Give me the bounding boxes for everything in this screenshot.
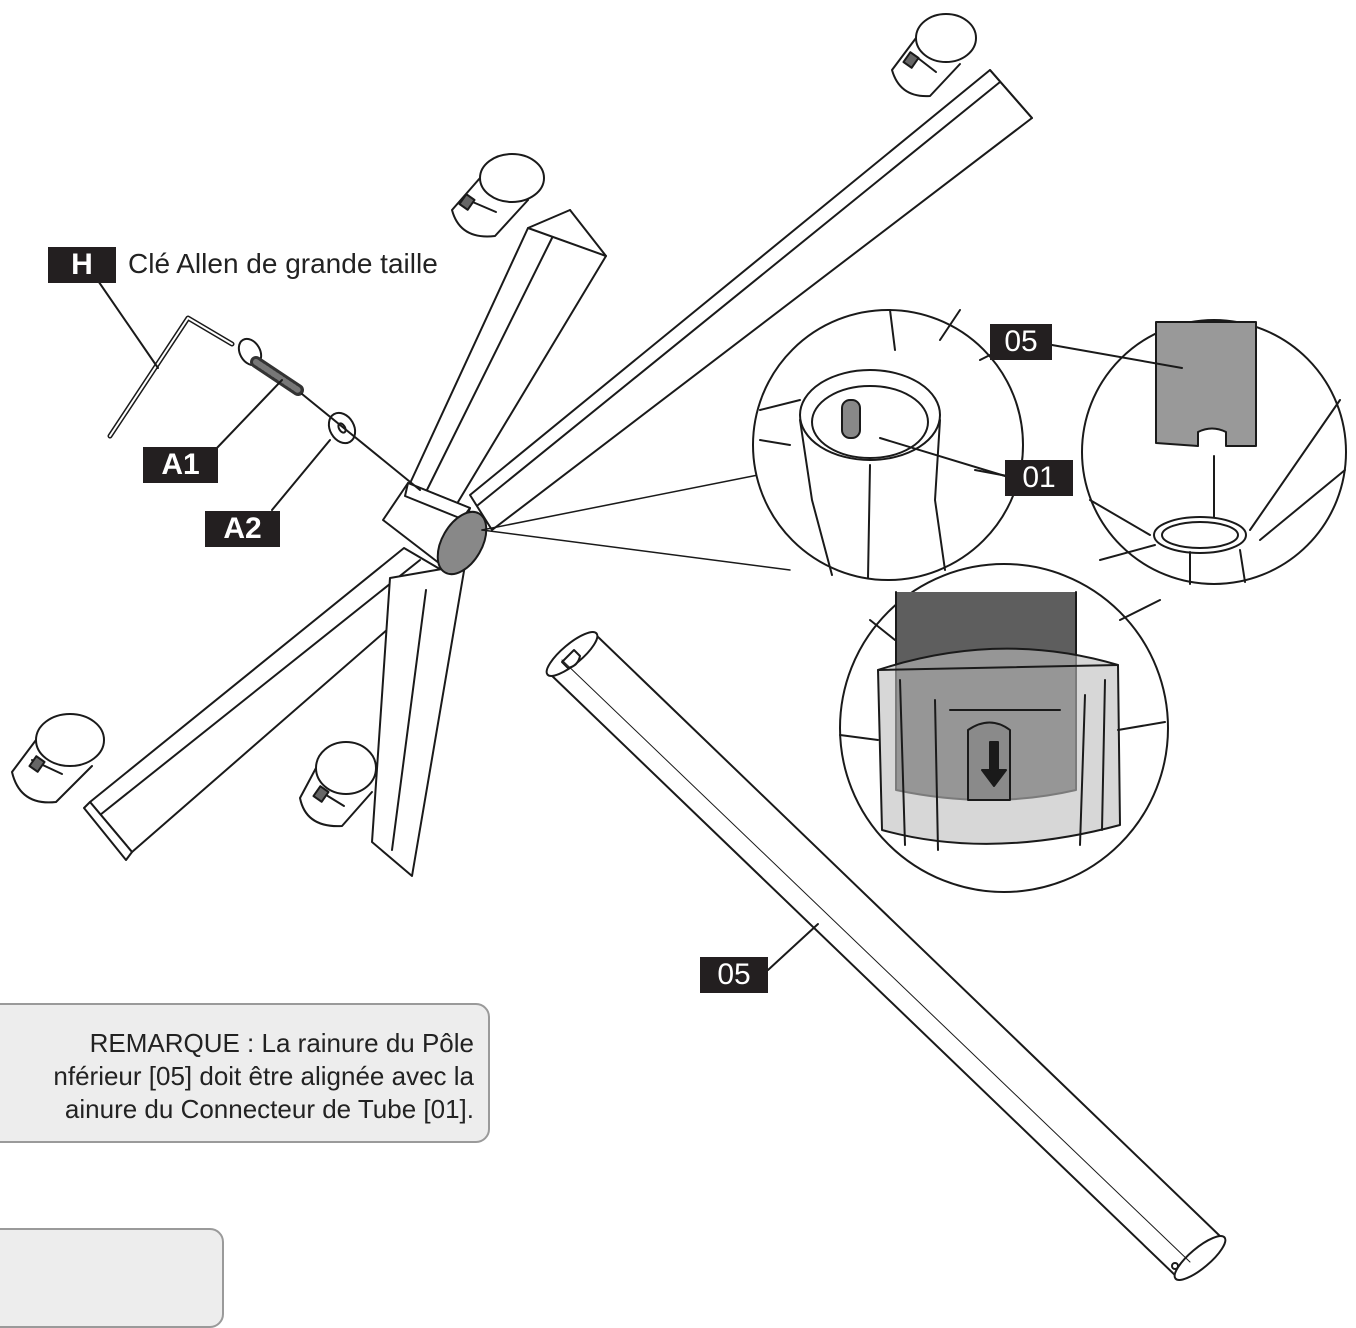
tag-a2-text: A2 (223, 512, 262, 545)
caster-wheel-top-right (891, 13, 977, 98)
tag-05-detail: 05 (990, 324, 1052, 360)
base-leg-lower (371, 564, 466, 877)
leader-line-h (91, 271, 159, 369)
tag-a2: A2 (205, 511, 280, 547)
leader-line-a2 (271, 439, 331, 511)
tag-01-text: 01 (1022, 461, 1056, 494)
note-line-3: ainure du Connecteur de Tube [01]. (64, 1094, 474, 1124)
lower-pole-05 (545, 631, 1227, 1281)
next-step-box (0, 1228, 224, 1328)
note-box: REMARQUE : La rainure du Pôle nférieur [… (0, 1003, 490, 1143)
tag-h: H (48, 247, 116, 283)
note-heading: REMARQUE : (89, 1028, 255, 1058)
detail-circle-connector (752, 309, 1024, 581)
allen-key-label: Clé Allen de grande taille (128, 248, 438, 279)
note-line-1-rest: La rainure du Pôle (261, 1028, 474, 1058)
tag-a1-text: A1 (161, 448, 200, 481)
leader-line-a1 (214, 379, 283, 451)
leader-line-05-detail (1051, 344, 1183, 369)
bolt-a1 (237, 337, 304, 396)
caster-wheel-top (451, 153, 545, 238)
tag-05-main-text: 05 (717, 958, 751, 991)
tag-05-main: 05 (700, 957, 768, 993)
detail-circle-pole-alignment (1081, 319, 1347, 585)
caster-wheel-bottom (299, 741, 377, 828)
leader-line-01 (879, 437, 1006, 477)
detail-circle-insertion (839, 563, 1169, 893)
tag-01: 01 (1005, 460, 1073, 496)
caster-wheel-bottom-left (11, 713, 105, 804)
tag-05-detail-text: 05 (1004, 325, 1038, 358)
tag-a1: A1 (143, 447, 218, 483)
allen-key-h (107, 315, 235, 439)
note-line-2: nférieur [05] doit être alignée avec la (53, 1061, 474, 1091)
leader-line-05-main (767, 923, 819, 971)
base-leg-lower-left (83, 547, 451, 861)
tag-h-text: H (71, 248, 93, 281)
tube-connector-hub (382, 482, 488, 576)
base-leg-upper (399, 209, 607, 513)
note-line-1: REMARQUE : La rainure du Pôle (0, 1027, 474, 1060)
bolt-axis-line (301, 393, 421, 491)
